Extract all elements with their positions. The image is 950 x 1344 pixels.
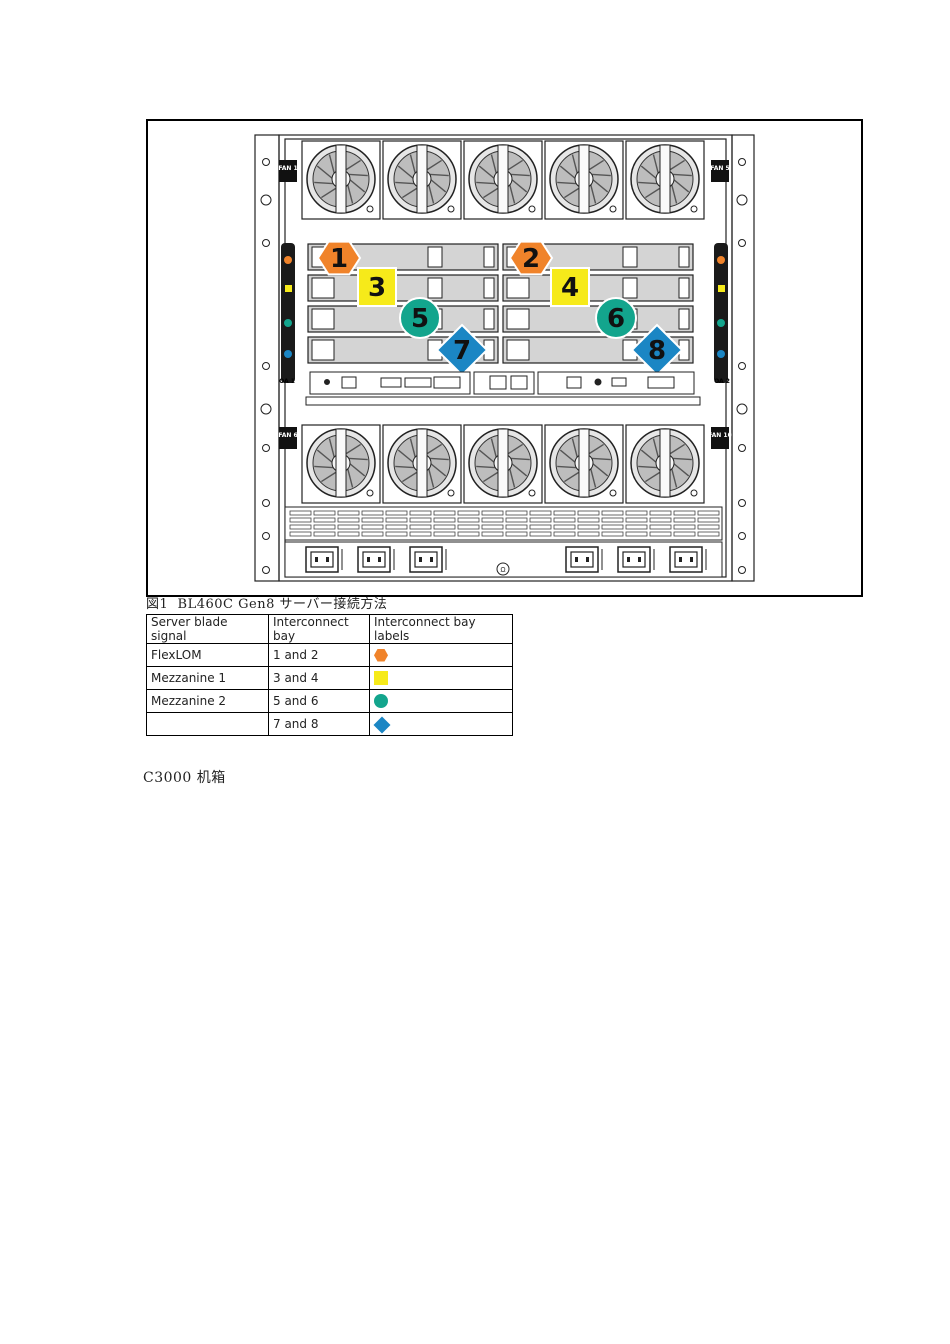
label-cell <box>369 712 513 736</box>
oa-label-left: OA 1 <box>279 378 295 385</box>
label-cell <box>369 666 513 690</box>
enclosure-section-heading: C3000 机箱 <box>143 770 226 786</box>
fan-label-tag <box>711 427 729 449</box>
oa-label-right: OA 2 <box>714 378 730 385</box>
power-inlets <box>305 546 707 573</box>
figure-caption: 図1 BL460C Gen8 サーバー接続方法 <box>146 597 388 612</box>
interconnect-legend-table: Server blade signal Interconnect bay Int… <box>146 614 513 736</box>
bay-number-label: 3 <box>368 273 386 303</box>
bay-1-marker-icon <box>316 240 362 276</box>
label-cell <box>369 689 513 713</box>
bay-2-marker-icon <box>508 240 554 276</box>
yellow-square-icon <box>374 671 388 686</box>
bay-cell: 1 and 2 <box>268 643 370 667</box>
right-bay-indicator-strip <box>714 243 728 383</box>
onboard-administrator-row <box>305 371 701 406</box>
fan-label-bottom-right: FAN 10 <box>708 432 732 439</box>
fan-label-tag <box>711 160 729 182</box>
interconnect-bay-slot <box>502 274 694 302</box>
fan-label-tag <box>279 427 297 449</box>
vent-grille <box>289 510 720 537</box>
interconnect-bay-slot <box>307 274 499 302</box>
orange-hexagon-icon <box>374 648 388 662</box>
bay-cell: 3 and 4 <box>268 666 370 690</box>
header-interconnect-bay-labels: Interconnect bay labels <box>369 614 513 644</box>
table-row: FlexLOM 1 and 2 <box>146 643 513 667</box>
signal-cell: Mezzanine 1 <box>146 666 269 690</box>
svg-text:Ω: Ω <box>500 567 505 574</box>
bay-number-label: 4 <box>561 273 579 303</box>
fan-label-bottom-left: FAN 6 <box>278 432 297 439</box>
interconnect-bay-modules: 1 2 3 4 5 6 7 8 <box>307 240 694 377</box>
bay-number-label: 2 <box>522 244 540 274</box>
signal-cell <box>146 712 269 736</box>
bay-number-label: 7 <box>453 336 471 366</box>
bottom-fan-row <box>301 424 705 504</box>
signal-cell: Mezzanine 2 <box>146 689 269 713</box>
label-cell <box>369 643 513 667</box>
left-bay-indicator-strip <box>281 243 295 383</box>
table-row: 7 and 8 <box>146 712 513 736</box>
bay-number-label: 5 <box>411 304 429 334</box>
bay-cell: 7 and 8 <box>268 712 370 736</box>
header-server-blade-signal: Server blade signal <box>146 614 269 644</box>
bay-number-label: 1 <box>330 244 348 274</box>
top-fan-row <box>301 140 705 220</box>
table-row: Mezzanine 2 5 and 6 <box>146 689 513 713</box>
fan-label-top-right: FAN 5 <box>710 165 729 172</box>
blade-enclosure-rear-diagram: FAN 1 FAN 5 FAN 6 FAN 10 OA 1 OA 2 1 2 3 4 5… <box>254 134 755 582</box>
bay-6-marker-icon <box>595 297 637 339</box>
rail-holes <box>260 158 748 574</box>
bay-5-marker-icon <box>399 297 441 339</box>
legend-header-row: Server blade signal Interconnect bay Int… <box>146 614 513 644</box>
blue-diamond-icon <box>373 716 391 733</box>
bay-3-marker-icon <box>357 267 397 307</box>
fan-label-top-left: FAN 1 <box>278 165 297 172</box>
signal-cell: FlexLOM <box>146 643 269 667</box>
header-interconnect-bay: Interconnect bay <box>268 614 370 644</box>
bay-number-label: 6 <box>607 304 625 334</box>
bay-4-marker-icon <box>550 267 590 307</box>
table-row: Mezzanine 1 3 and 4 <box>146 666 513 690</box>
bay-cell: 5 and 6 <box>268 689 370 713</box>
teal-circle-icon <box>374 694 388 709</box>
fan-label-tag <box>279 160 297 182</box>
bay-number-label: 8 <box>648 336 666 366</box>
